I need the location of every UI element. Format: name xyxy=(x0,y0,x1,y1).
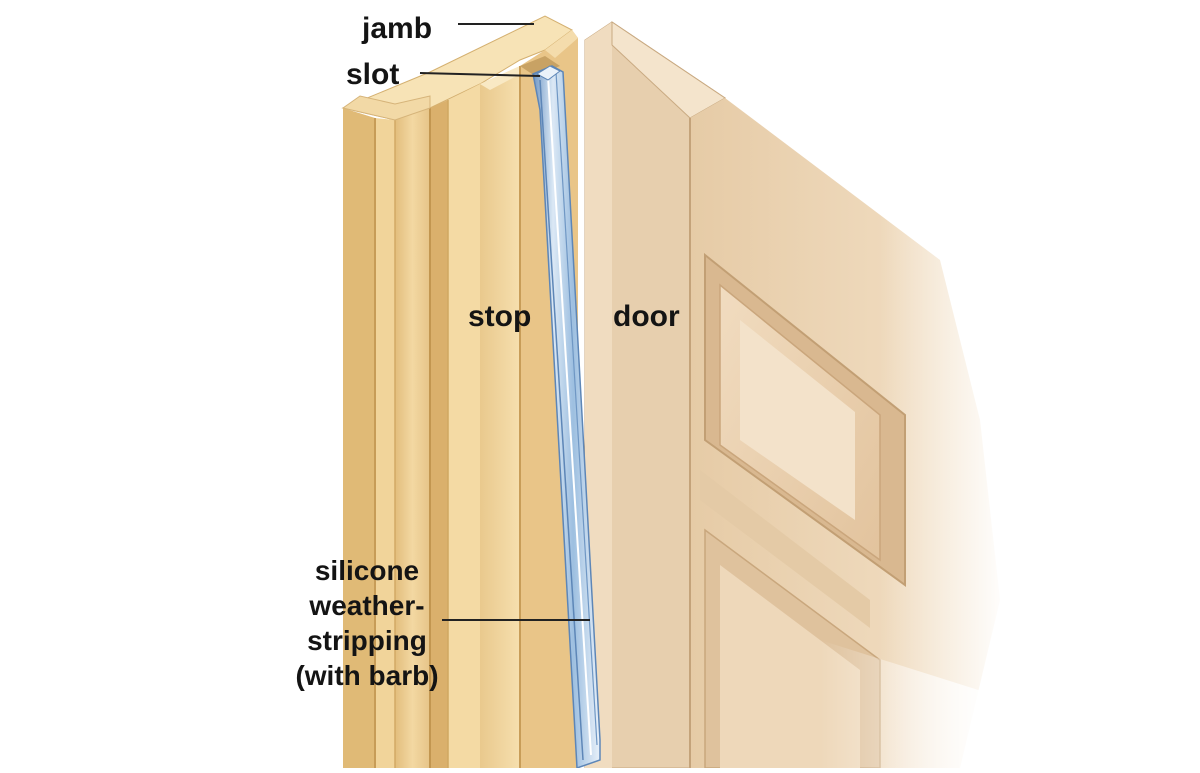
weatherstripping xyxy=(532,65,601,770)
weatherstripping-label-line: weather- xyxy=(309,590,425,621)
slot-leader-line xyxy=(419,72,541,77)
jamb xyxy=(341,15,573,768)
slot-label: slot xyxy=(346,58,400,91)
weatherstripping-label-line: (with barb) xyxy=(295,660,439,691)
weatherstripping-label-line: silicone xyxy=(314,555,420,586)
weatherstripping-label: silicone weather- stripping (with barb) xyxy=(262,553,472,693)
weatherstripping-label-line: stripping xyxy=(307,625,427,656)
door xyxy=(584,21,1010,769)
door-label: door xyxy=(613,300,680,333)
jamb-label: jamb xyxy=(362,12,433,45)
stop-label: stop xyxy=(468,300,532,333)
